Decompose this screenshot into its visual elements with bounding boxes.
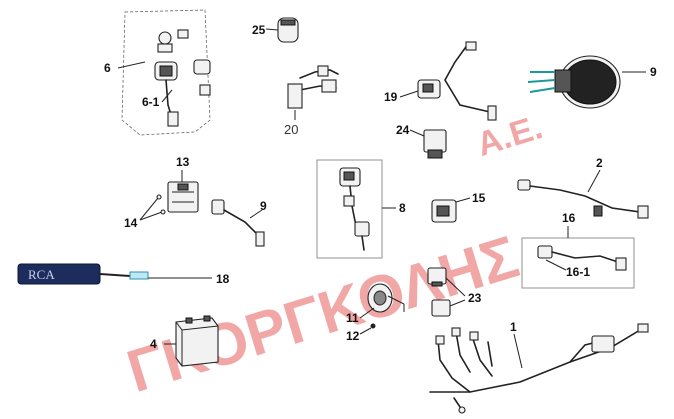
- part-15-starter-relay[interactable]: 15: [431, 191, 486, 223]
- callout-20: 20: [284, 122, 298, 137]
- alarm-label: RCA: [28, 267, 55, 282]
- ignition-switch: [154, 29, 189, 127]
- part-8-handlebar-switches[interactable]: 8: [316, 159, 406, 259]
- ignition-key-seat: [193, 59, 211, 96]
- callout-24: 24: [396, 123, 410, 137]
- part-14-rectifier-screws[interactable]: 14: [124, 194, 166, 230]
- callout-8: 8: [399, 201, 406, 215]
- watermark-suffix: Α.Ε.: [473, 108, 547, 164]
- watermark: ΓΚΟΡΓΚΟΛΗΣ Α.Ε.: [120, 108, 547, 405]
- part-12-horn-bolt[interactable]: 12: [346, 323, 376, 344]
- callout-4: 4: [150, 337, 157, 351]
- part-1-main-harness[interactable]: 1: [429, 320, 649, 414]
- callout-6: 6: [104, 61, 111, 75]
- callout-23: 23: [468, 291, 482, 305]
- callout-16-1: 16-1: [566, 265, 590, 279]
- part-18-alarm-unit[interactable]: RCA 18: [17, 263, 230, 286]
- callout-6-1: 6-1: [142, 95, 160, 109]
- part-24-relay[interactable]: 24: [396, 123, 447, 159]
- callout-11: 11: [346, 311, 359, 325]
- callout-15: 15: [472, 191, 486, 205]
- watermark-text: ΓΚΟΡΓΚΟΛΗΣ: [120, 223, 526, 405]
- callout-18: 18: [216, 272, 230, 286]
- part-11-horn[interactable]: 11: [346, 283, 405, 325]
- callout-9-top: 9: [650, 65, 657, 79]
- part-23-relays[interactable]: 23: [427, 267, 482, 317]
- callout-16: 16: [562, 211, 576, 225]
- callout-9-mid: 9: [260, 199, 267, 213]
- callout-19: 19: [384, 90, 398, 104]
- part-4-battery[interactable]: 4: [150, 315, 219, 367]
- part-9-sensor-lead-mid[interactable]: 9: [211, 199, 267, 247]
- part-19-coil-lead[interactable]: 19: [384, 41, 497, 121]
- part-9-regulator-top[interactable]: 9: [527, 55, 657, 109]
- part-2-sub-harness[interactable]: 2: [517, 156, 649, 219]
- part-6-ignition-switch-set[interactable]: 6 6-1: [104, 9, 211, 136]
- part-13-rectifier[interactable]: 13: [167, 155, 199, 213]
- callout-25: 25: [252, 23, 266, 37]
- callout-13: 13: [176, 155, 190, 169]
- part-25-relay-cap[interactable]: 25: [252, 17, 299, 43]
- callout-14: 14: [124, 216, 138, 230]
- callout-2: 2: [596, 156, 603, 170]
- part-16-cable-set[interactable]: 16 16-1: [521, 211, 635, 289]
- part-20-switch-harness[interactable]: 20: [284, 65, 339, 137]
- callout-12: 12: [346, 329, 360, 343]
- callout-1: 1: [510, 320, 517, 334]
